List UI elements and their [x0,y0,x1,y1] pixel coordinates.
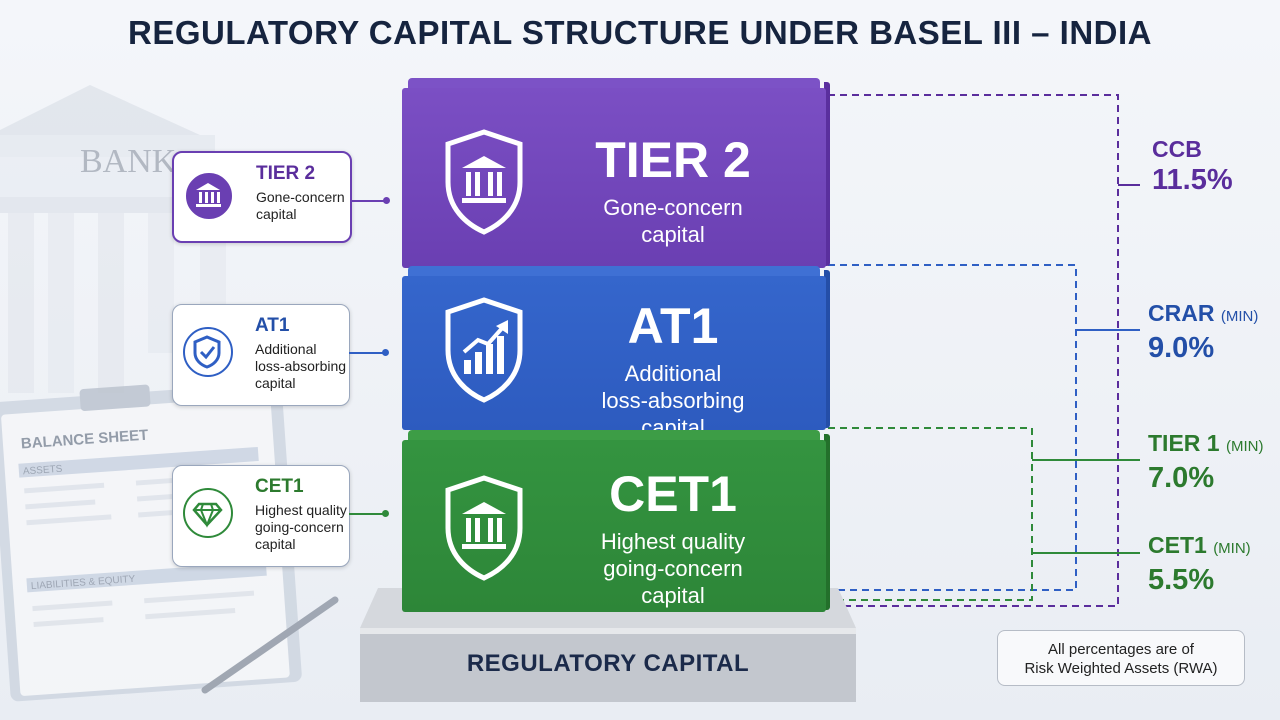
svg-text:ASSETS: ASSETS [23,464,63,478]
cet1-value: 5.5% [1148,564,1215,596]
pen-illustration [201,596,339,694]
at1-block: AT1 Additional loss-absorbing capital [402,266,830,440]
cet1-card: CET1 Highest quality going-concern capit… [172,465,389,567]
cet1-ratio: CET1 (MIN) 5.5% [1148,532,1251,598]
crar-bracket [828,264,1077,591]
tier2-card: TIER 2 Gone-concern capital [172,151,390,243]
note-line-2: Risk Weighted Assets (RWA) [1024,660,1218,677]
crar-value: 9.0% [1148,332,1215,364]
ccb-value: 11.5% [1152,164,1233,196]
tier2-block: TIER 2 Gone-concern capital [402,78,830,268]
ccb-ratio: CCB 11.5% [1152,136,1233,198]
diamond-icon [183,488,233,538]
bank-shield-icon [445,475,523,581]
ccb-bracket [828,94,1119,607]
tier1-ratio: TIER 1 (MIN) 7.0% [1148,430,1263,496]
rwa-note: All percentages are of Risk Weighted Ass… [997,630,1245,686]
cet1-block: CET1 Highest quality going-concern capit… [402,430,830,612]
cet1-label: CET1 [1148,532,1207,558]
cet1-block-desc-1: Highest quality [600,529,746,554]
base-label: REGULATORY CAPITAL [466,650,750,677]
ccb-label: CCB [1152,136,1202,162]
cet1-block-name: CET1 [609,466,737,522]
cet1-card-name: CET1 [255,476,304,497]
tier1-label: TIER 1 [1148,430,1220,456]
crar-ratio: CRAR (MIN) 9.0% [1148,300,1258,366]
crar-qualifier: (MIN) [1220,308,1259,325]
page-title: REGULATORY CAPITAL STRUCTURE UNDER BASEL… [127,14,1153,51]
at1-card: AT1 Additional loss-absorbing capital [172,304,389,406]
tier1-value: 7.0% [1148,462,1215,494]
tier2-block-name: TIER 2 [595,132,751,188]
tier1-bracket [828,427,1033,601]
ratio-brackets [828,94,1140,607]
bank-shield-icon [445,129,523,235]
at1-card-desc: Additional loss-absorbing capital [255,341,347,391]
tier1-qualifier: (MIN) [1225,438,1264,455]
tier2-card-desc: Gone-concern capital [256,189,345,222]
tier2-block-desc-1: Gone-concern [603,195,743,220]
balance-sheet-clipboard: BALANCE SHEET ASSETS LIABILITIES & EQUIT… [0,382,339,702]
cet1-card-desc: Highest quality going-concern capital [255,502,347,552]
cet1-block-desc-3: capital [641,583,705,608]
shield-check-icon [183,327,233,377]
note-line-1: All percentages are of [1048,641,1194,658]
cet1-block-desc-2: going-concern [603,556,743,581]
tier2-card-name: TIER 2 [256,163,316,184]
tier2-block-desc-2: capital [641,222,705,247]
growth-shield-icon [445,297,523,403]
at1-block-desc-2: loss-absorbing [601,388,745,413]
crar-label: CRAR [1148,300,1215,326]
at1-block-name: AT1 [627,298,719,354]
at1-card-name: AT1 [255,315,290,336]
bank-sign: BANK [80,143,177,180]
at1-block-desc-1: Additional [624,361,722,386]
bank-icon [184,171,234,221]
cet1-qualifier: (MIN) [1213,540,1251,557]
